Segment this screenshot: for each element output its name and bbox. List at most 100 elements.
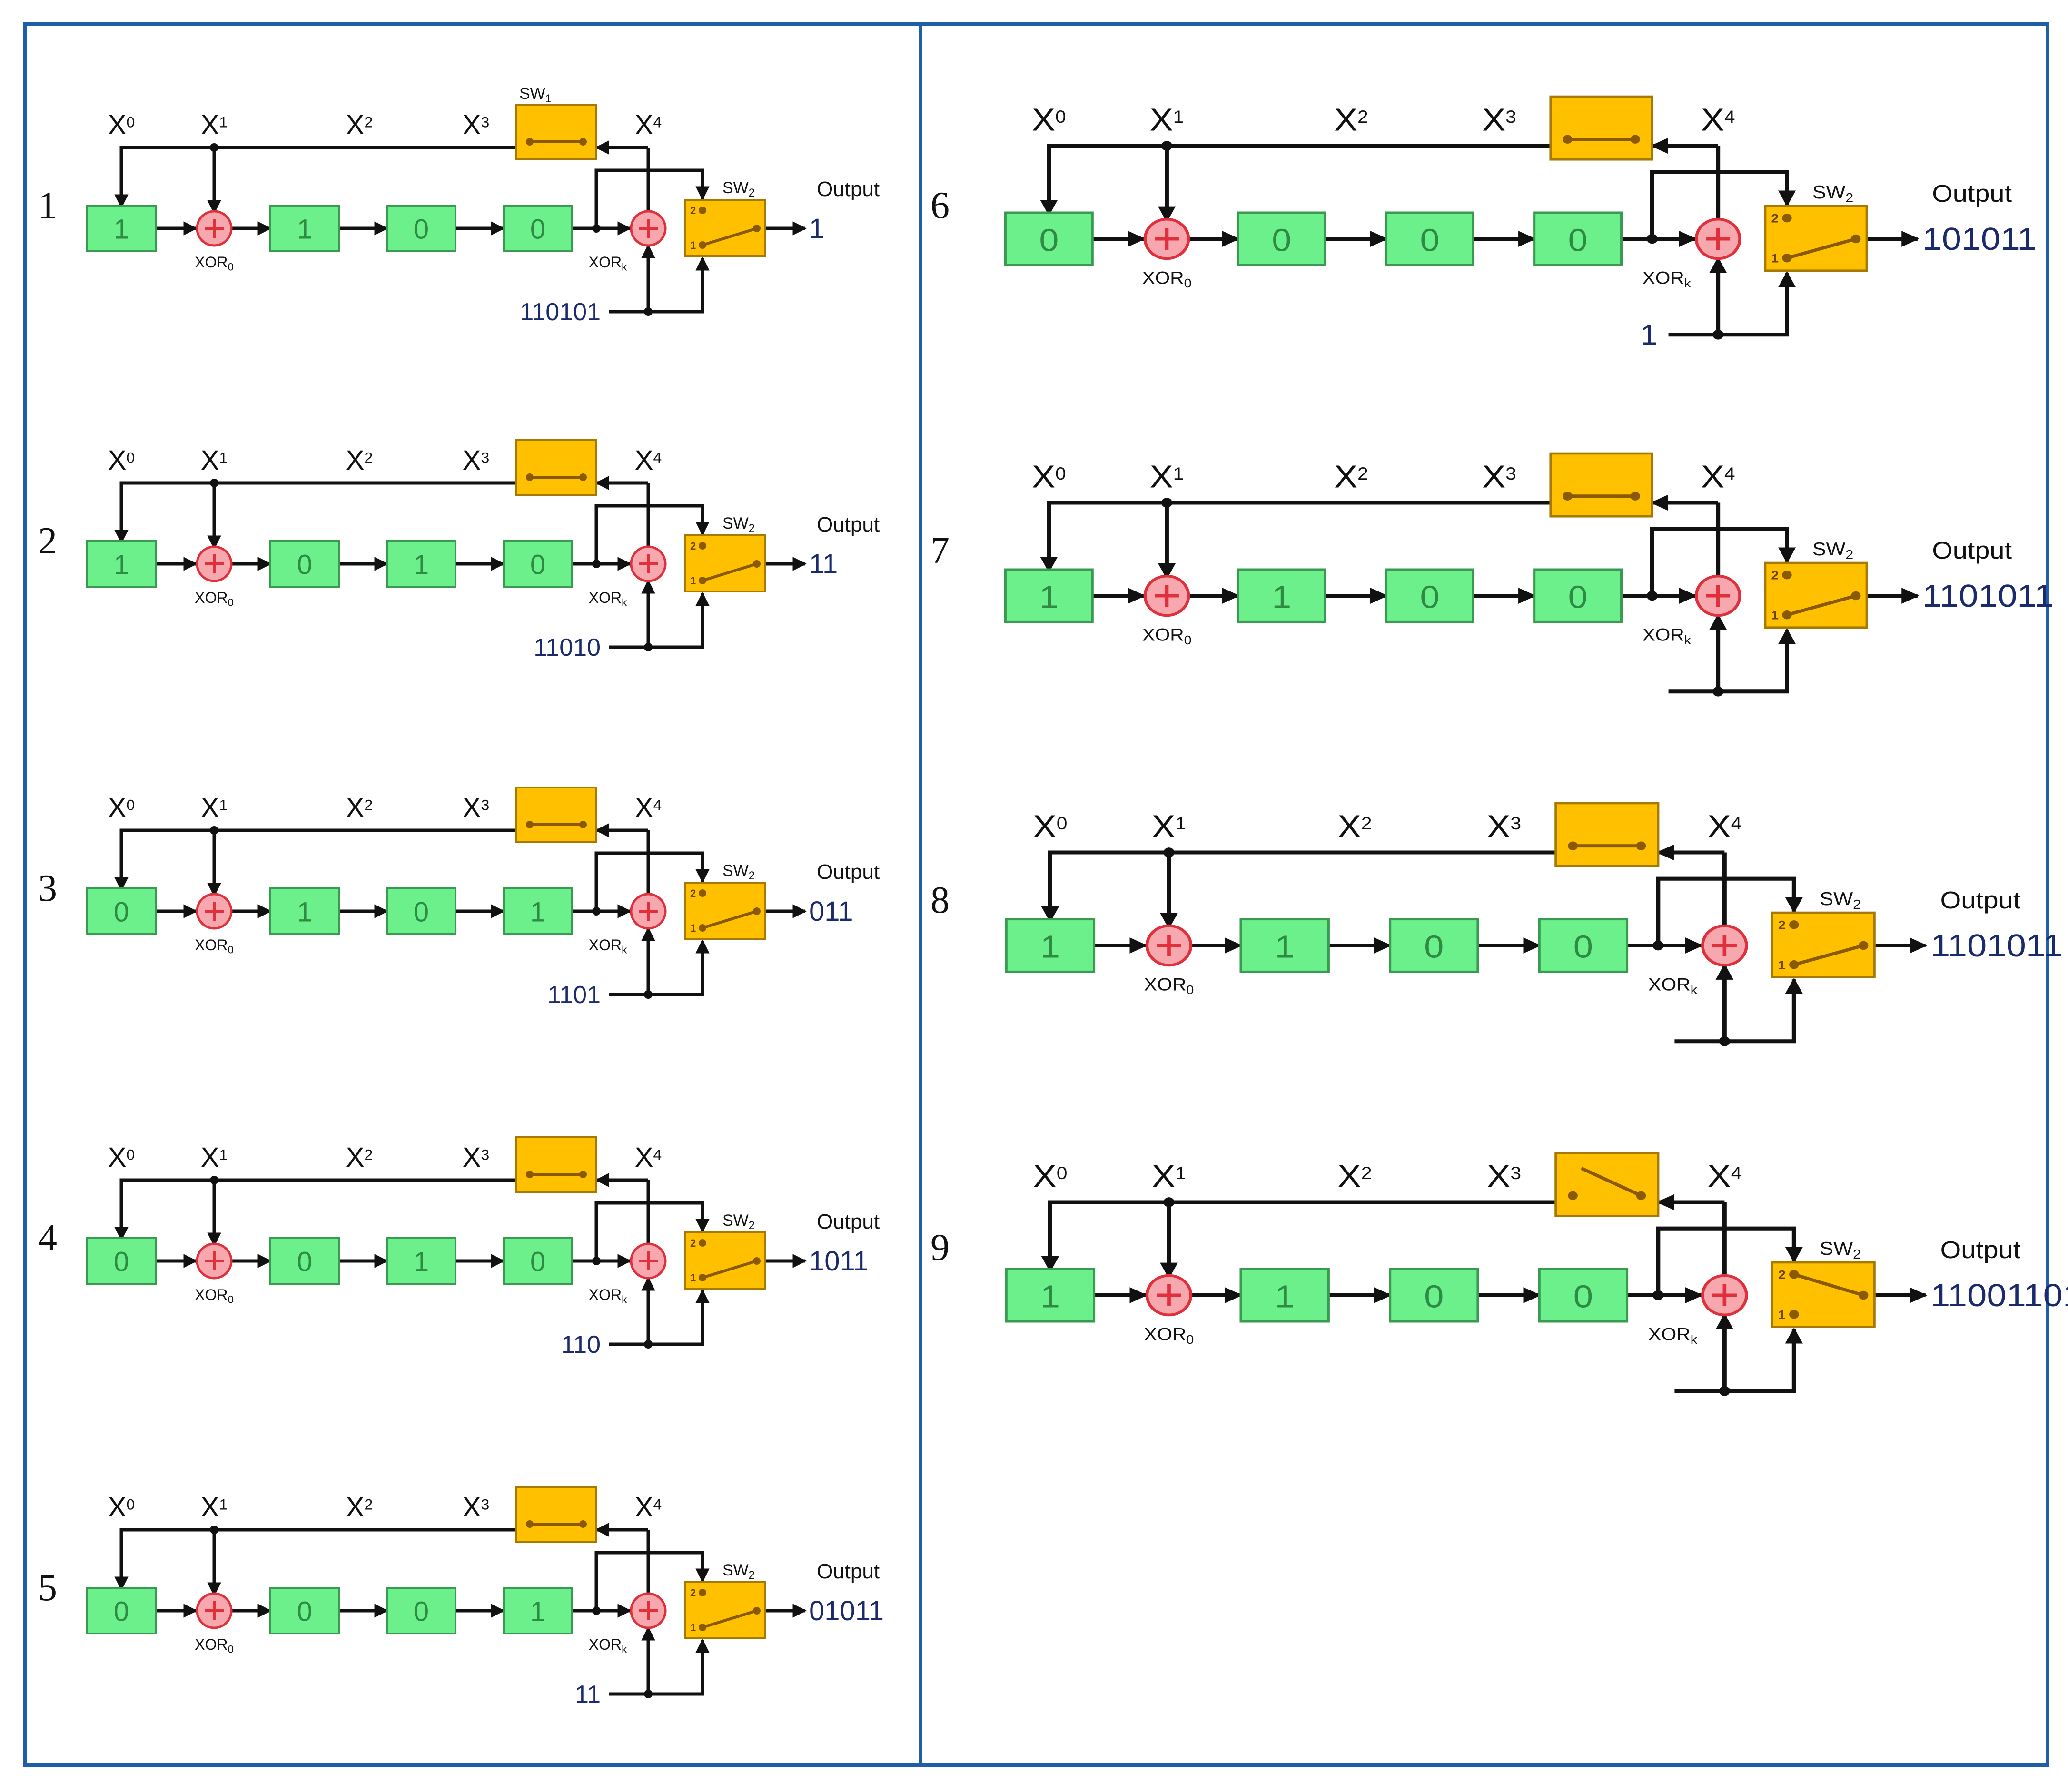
register-value: 0 — [1573, 1279, 1593, 1314]
xork-label: XORk — [589, 589, 627, 609]
bypass-wire — [594, 504, 710, 564]
term-label-4: X4 — [635, 109, 662, 140]
bypass-wire — [594, 168, 710, 228]
xor0-label: XOR0 — [1142, 625, 1192, 647]
term-label-1: X1 — [201, 109, 228, 140]
register-0 — [1004, 568, 1094, 623]
register-value: 0 — [297, 1247, 312, 1278]
register-1 — [1237, 211, 1326, 266]
sw2-port-2-label: 2 — [1771, 212, 1779, 225]
register-value: 0 — [114, 897, 129, 928]
feedback-wire — [1041, 850, 1556, 923]
output-value: 01011 — [809, 1595, 884, 1626]
sw2-port-1-label: 1 — [690, 575, 696, 587]
sw2-port-1-label: 1 — [1771, 609, 1779, 622]
sw2-switch — [684, 882, 766, 940]
register-0 — [86, 540, 157, 588]
step-number: 5 — [38, 1567, 57, 1609]
term-label-4: X4 — [635, 1142, 662, 1173]
term-label-4: X4 — [635, 1492, 662, 1523]
register-0 — [86, 887, 157, 935]
register-value: 0 — [414, 214, 429, 245]
junction-dot — [1163, 847, 1175, 857]
step-number: 4 — [38, 1217, 57, 1259]
right-frame — [919, 22, 2049, 1767]
term-label-2: X2 — [1337, 808, 1372, 844]
junction-dot — [1712, 686, 1724, 697]
step-number: 2 — [38, 520, 57, 562]
sw1-switch — [515, 1486, 597, 1543]
register-value: 0 — [414, 897, 429, 928]
sw2-blade — [702, 227, 757, 246]
register-2 — [1385, 568, 1474, 623]
register-value: 0 — [1424, 929, 1444, 965]
junction-dot — [1161, 498, 1172, 508]
sw2-label: SW2 — [722, 862, 755, 882]
sw2-switch — [1764, 205, 1868, 272]
register-value: 1 — [1039, 579, 1059, 615]
register-value: 0 — [530, 550, 545, 581]
output-label: Output — [1932, 537, 2012, 564]
input-wire — [1668, 271, 1796, 337]
register-3 — [503, 1587, 573, 1634]
term-label-3: X3 — [463, 109, 489, 140]
register-2 — [386, 540, 456, 588]
bypass-wire — [1656, 876, 1803, 945]
junction-dot — [210, 1176, 218, 1184]
term-label-2: X2 — [346, 109, 373, 140]
register-3 — [503, 540, 573, 588]
register-value: 1 — [1040, 1279, 1060, 1314]
register-value: 0 — [1272, 222, 1291, 258]
register-3 — [1538, 1268, 1629, 1323]
register-value: 1 — [530, 897, 545, 928]
sw2-blade — [702, 1260, 757, 1279]
term-label-1: X1 — [201, 445, 228, 476]
output-label: Output — [1940, 1237, 2020, 1263]
sw1-switch — [515, 1136, 597, 1193]
register-value: 0 — [530, 1247, 545, 1278]
term-label-3: X3 — [463, 792, 489, 823]
step-number: 9 — [930, 1227, 950, 1269]
term-label-2: X2 — [346, 445, 373, 476]
register-value: 1 — [1275, 929, 1295, 965]
xor0-label: XOR0 — [195, 1286, 234, 1306]
register-value: 0 — [297, 1596, 312, 1627]
sw2-port-1-label: 1 — [690, 239, 696, 251]
input-value: 11 — [575, 1681, 601, 1708]
output-label: Output — [817, 513, 880, 536]
junction-dot — [210, 1526, 218, 1534]
xor0-label: XOR0 — [1142, 268, 1192, 290]
sw2-switch — [684, 1231, 766, 1290]
sw1-switch — [515, 439, 597, 496]
register-value: 1 — [1272, 579, 1291, 615]
bypass-wire — [594, 1201, 710, 1261]
term-label-0: X0 — [1032, 459, 1066, 494]
register-1 — [269, 205, 340, 252]
sw2-port-2-label: 2 — [690, 1237, 696, 1249]
term-label-2: X2 — [346, 792, 373, 823]
feedback-wire — [1040, 501, 1551, 573]
sw2-port-1-label: 1 — [690, 1272, 696, 1284]
junction-dot — [644, 307, 653, 316]
sw2-port-2 — [1782, 571, 1792, 580]
sw2-label: SW2 — [722, 1561, 755, 1582]
sw2-port-2 — [699, 1589, 706, 1596]
register-value: 0 — [114, 1247, 129, 1278]
junction-dot — [644, 1340, 653, 1349]
term-label-0: X0 — [108, 109, 135, 140]
xork-label: XORk — [589, 1286, 627, 1306]
register-3 — [503, 887, 573, 935]
step-number: 3 — [38, 867, 57, 909]
sw2-switch — [684, 199, 766, 257]
sw2-port-2-label: 2 — [1778, 918, 1786, 932]
term-label-2: X2 — [1337, 1158, 1372, 1194]
junction-dot — [210, 826, 218, 835]
term-label-3: X3 — [1487, 1158, 1521, 1194]
